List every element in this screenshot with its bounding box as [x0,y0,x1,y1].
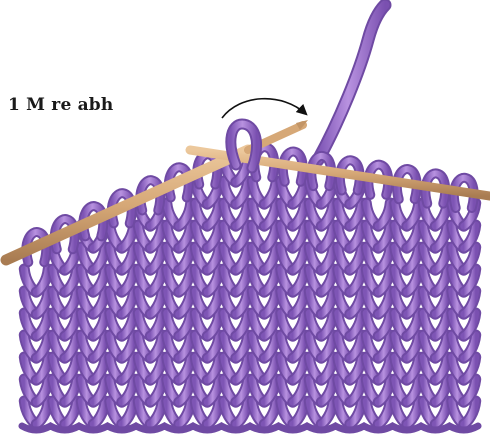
knitted-fabric [22,159,478,430]
stitch [24,269,48,292]
caption-label: 1 M re abh [8,95,113,115]
stitch [252,181,276,204]
cast-on-edge [22,426,478,430]
stitch [167,203,191,226]
direction-arrow-icon [222,99,306,118]
